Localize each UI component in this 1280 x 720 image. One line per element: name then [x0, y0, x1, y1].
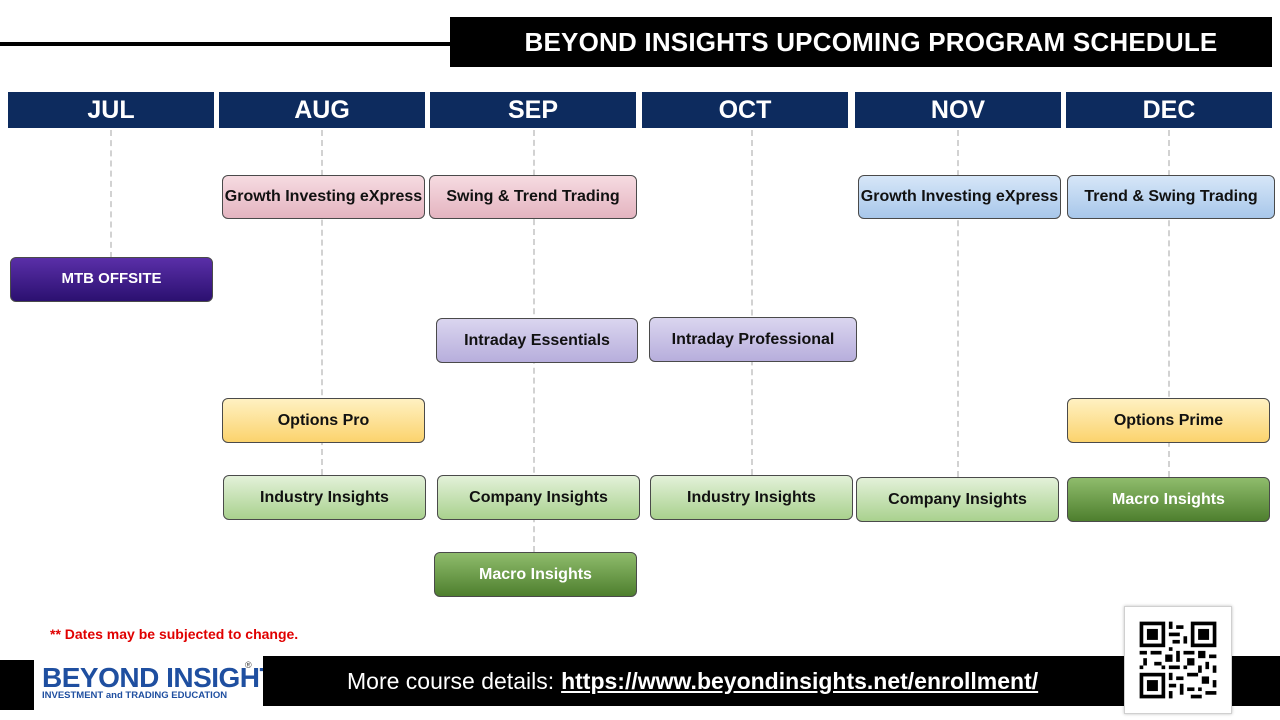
program-growth-investing-nov[interactable]: Growth Investing eXpress: [858, 175, 1061, 219]
month-header-aug: AUG: [219, 92, 425, 128]
program-intraday-essentials[interactable]: Intraday Essentials: [436, 318, 638, 363]
timeline-nov: [957, 130, 959, 477]
program-options-pro[interactable]: Options Pro: [222, 398, 425, 443]
footer-label: More course details:: [347, 667, 555, 694]
disclaimer-note: ** Dates may be subjected to change.: [50, 626, 299, 642]
page-title: BEYOND INSIGHTS UPCOMING PROGRAM SCHEDUL…: [450, 17, 1272, 67]
month-header-jul: JUL: [8, 92, 214, 128]
program-industry-insights-aug[interactable]: Industry Insights: [223, 475, 426, 520]
month-header-oct: OCT: [642, 92, 848, 128]
qr-code-icon: [1125, 607, 1231, 713]
footer-bar: More course details: https://www.beyondi…: [263, 656, 1280, 706]
logo-wordmark: BEYOND INSIGHTS: [42, 662, 295, 693]
timeline-jul: [110, 130, 112, 258]
program-company-insights-nov[interactable]: Company Insights: [856, 477, 1059, 522]
timeline-aug: [321, 130, 323, 475]
header-rule: [0, 42, 455, 46]
month-header-sep: SEP: [430, 92, 636, 128]
program-industry-insights-oct[interactable]: Industry Insights: [650, 475, 853, 520]
program-growth-investing-aug[interactable]: Growth Investing eXpress: [222, 175, 425, 219]
qr-code[interactable]: [1124, 606, 1232, 714]
program-macro-insights-sep[interactable]: Macro Insights: [434, 552, 637, 597]
logo-tagline: INVESTMENT and TRADING EDUCATION: [42, 690, 228, 701]
program-mtb-offsite[interactable]: MTB OFFSITE: [10, 257, 213, 302]
month-header-dec: DEC: [1066, 92, 1272, 128]
logo-accent-bar: [0, 660, 34, 710]
program-trend-swing-dec[interactable]: Trend & Swing Trading: [1067, 175, 1275, 219]
enrollment-link[interactable]: https://www.beyondinsights.net/enrollmen…: [561, 667, 1039, 694]
program-company-insights-sep[interactable]: Company Insights: [437, 475, 640, 520]
timeline-oct: [751, 130, 753, 475]
program-macro-insights-dec[interactable]: Macro Insights: [1067, 477, 1270, 522]
program-swing-trend-sep[interactable]: Swing & Trend Trading: [429, 175, 637, 219]
month-header-nov: NOV: [855, 92, 1061, 128]
timeline-dec: [1168, 130, 1170, 477]
logo-registered-mark: ®: [245, 660, 252, 670]
logo-area: [0, 660, 262, 710]
program-options-prime[interactable]: Options Prime: [1067, 398, 1270, 443]
program-intraday-professional[interactable]: Intraday Professional: [649, 317, 857, 362]
